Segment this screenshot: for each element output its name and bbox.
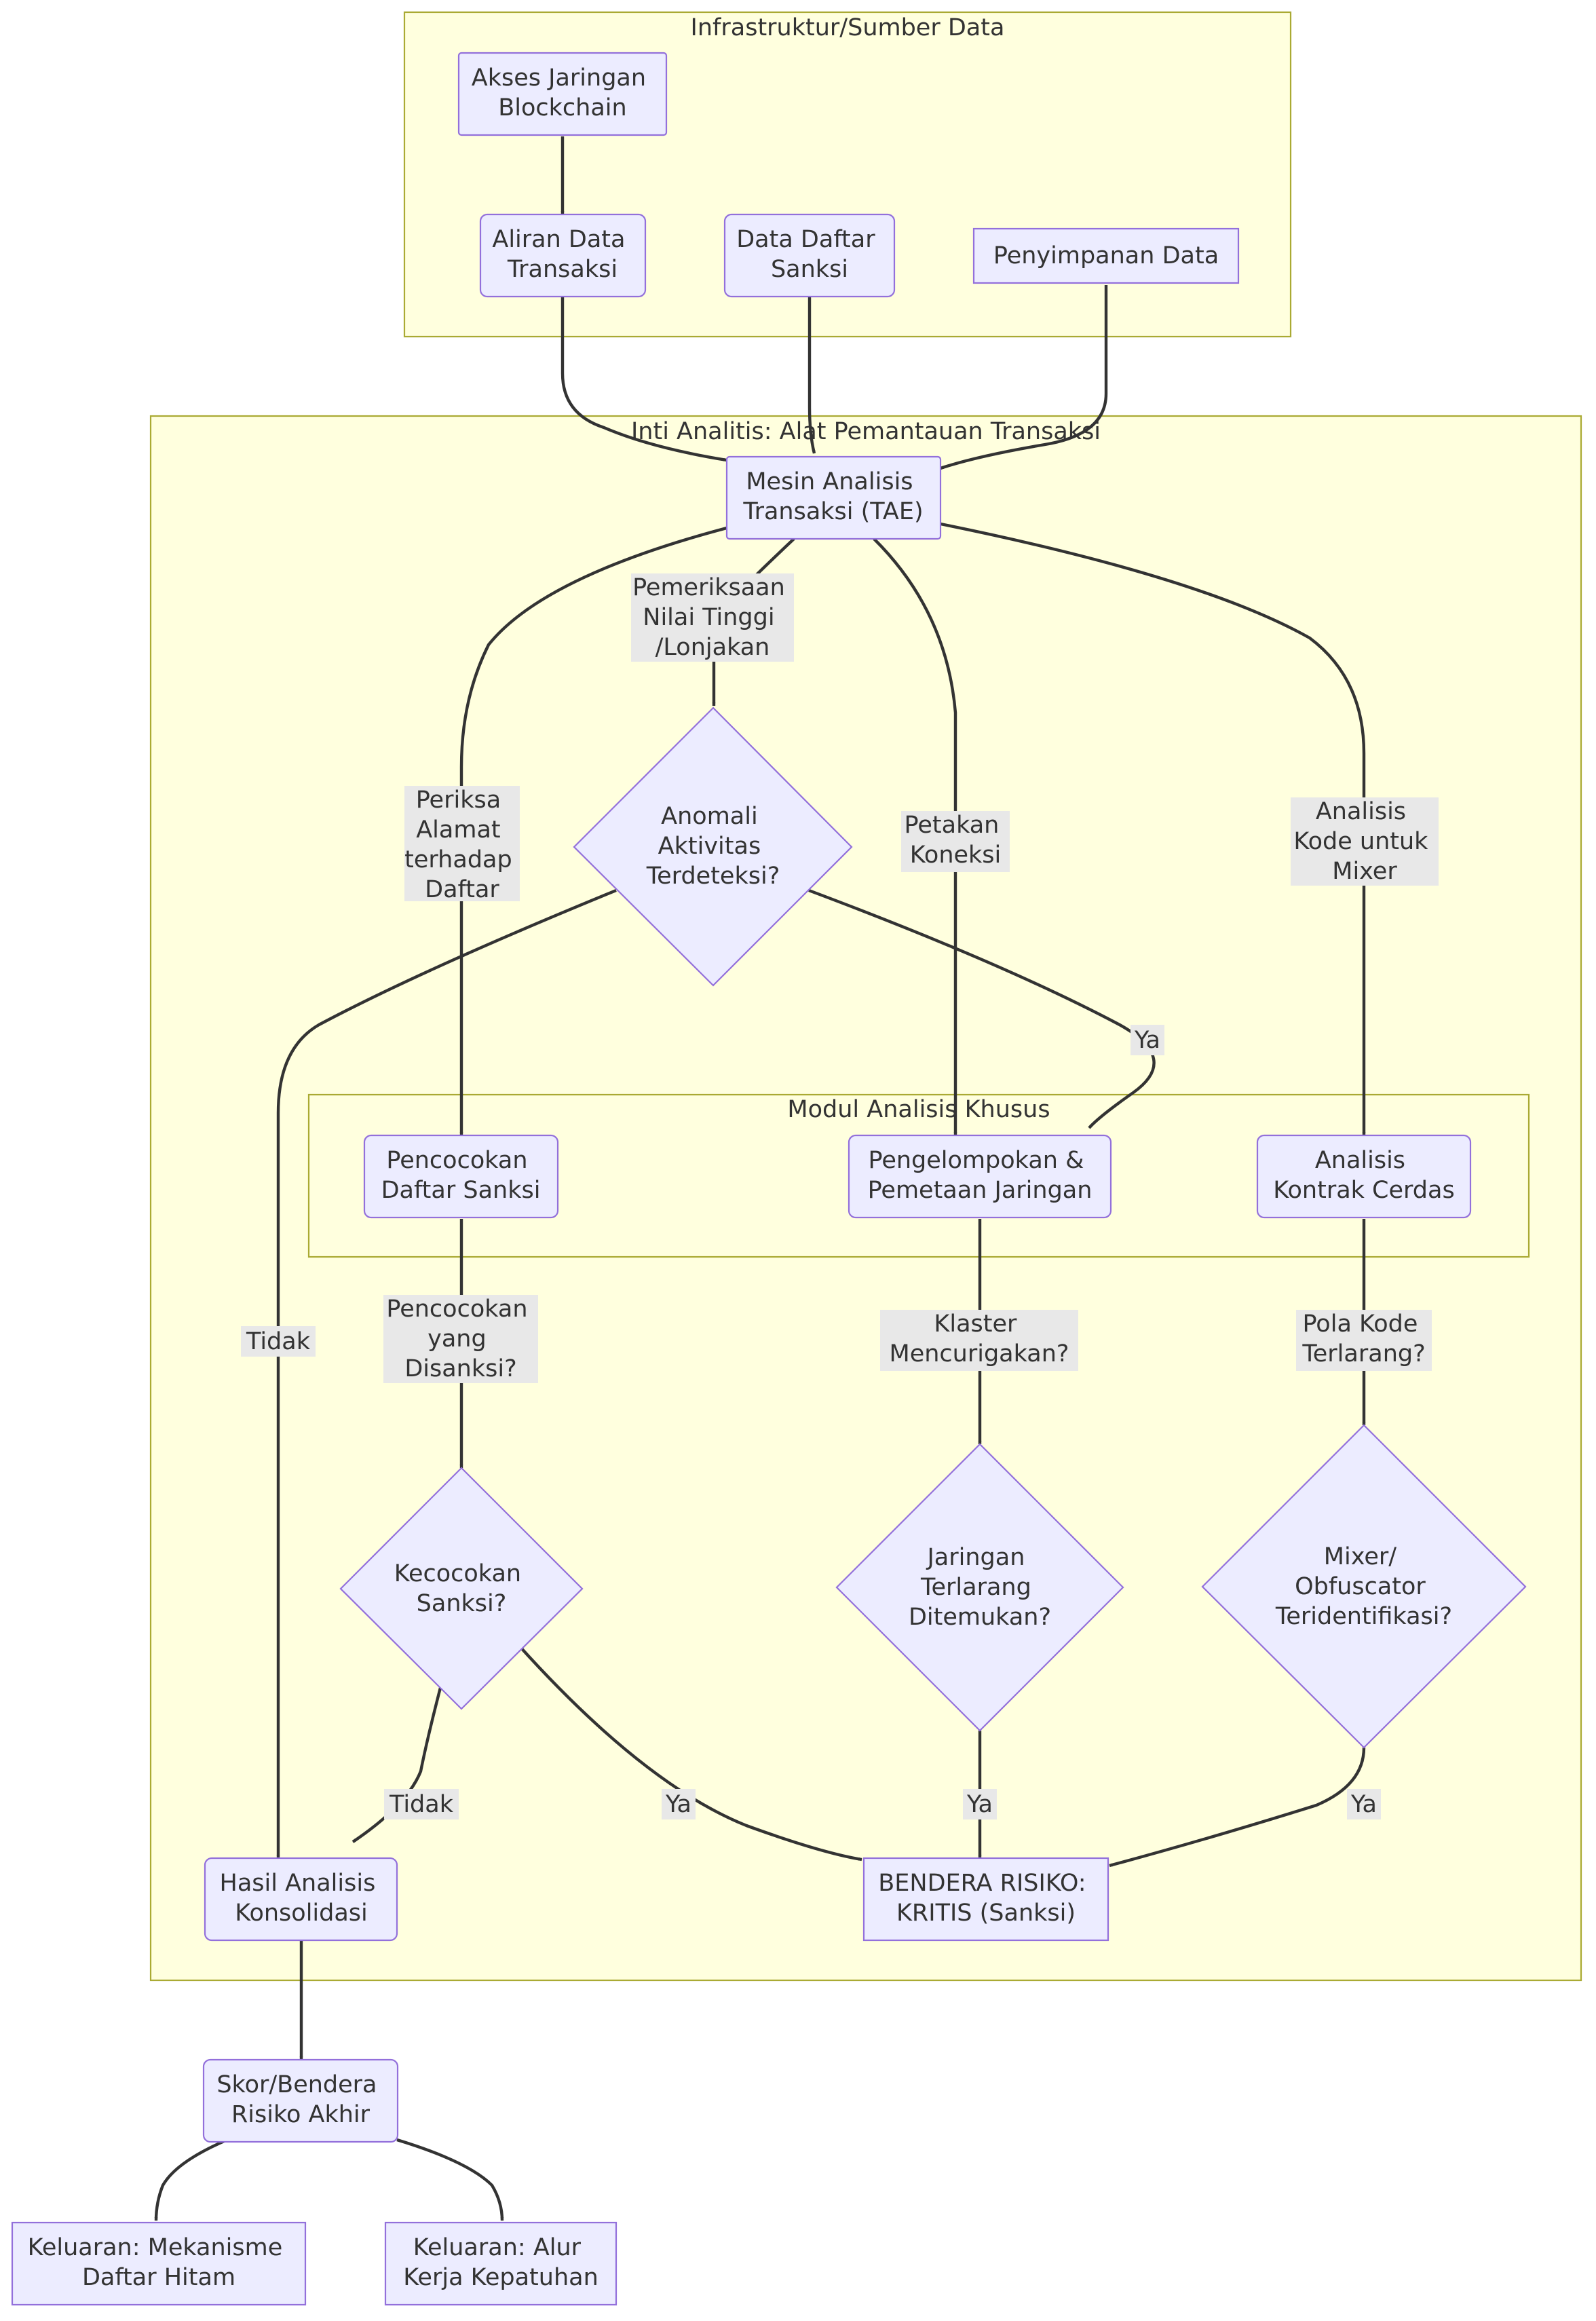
svg-text:Analisis Kontrak Cerda: Analisis Kontrak Cerdas	[1273, 1147, 1454, 1204]
svg-text:Pencocokan yang: Pencocokan yang Disanksi?	[386, 1296, 535, 1382]
node-pengelompokan-pemetaan-jaringan[interactable]: Pengelompokan & Pemetaan Jaringan	[848, 1134, 1112, 1219]
edge-daftar-tae	[808, 297, 816, 454]
edge-kecocokan-tidak-hasil	[352, 1684, 443, 1843]
node-data-daftar-sanksi[interactable]: Data Daftar Sanksi	[723, 213, 896, 298]
svg-text:Periksa Alamat: Periksa Alamat terhadap Daftar	[404, 787, 520, 903]
edge-label-ya-jaringan: Ya	[963, 1789, 997, 1819]
edge-tae-pencocokan	[459, 526, 727, 1136]
svg-text:Kecocokan Sanksi?: Kecocokan Sanksi?	[394, 1560, 529, 1617]
svg-text:Anomali Aktivitas: Anomali Aktivitas Terdeteksi?	[646, 803, 780, 890]
edge-label-pencocokan-q: Pencocokan yang Disanksi?	[383, 1295, 538, 1383]
edge-label-ya-anomali: Ya	[1130, 1025, 1164, 1055]
svg-text:Petakan Koneksi: Petakan Koneksi	[905, 812, 1007, 869]
edge-labels: Periksa Alamat terhadap Daftar Pemeriksa…	[241, 573, 1439, 1819]
svg-text:Aliran Data Transaksi: Aliran Data Transaksi	[492, 226, 632, 283]
svg-text:Pencocokan Daftar Sank: Pencocokan Daftar Sanksi	[381, 1147, 541, 1204]
edge-anomali-ya-kelompok	[808, 888, 1156, 1129]
node-analisis-kontrak-cerdas[interactable]: Analisis Kontrak Cerdas	[1256, 1134, 1472, 1219]
edge-tae-kontrak	[940, 522, 1366, 1136]
edge-label-tidak-kecocokan: Tidak	[384, 1789, 459, 1819]
node-pencocokan-daftar-sanksi[interactable]: Pencocokan Daftar Sanksi	[363, 1134, 559, 1219]
svg-text:Ya: Ya	[665, 1791, 691, 1818]
svg-text:Jaringan Terlarang: Jaringan Terlarang Ditemukan?	[909, 1544, 1051, 1631]
svg-text:Keluaran: Alur Kerja K: Keluaran: Alur Kerja Kepatuhan	[403, 2234, 598, 2291]
svg-text:Tidak: Tidak	[246, 1328, 311, 1355]
svg-text:Klaster Mencurigakan?: Klaster Mencurigakan?	[890, 1310, 1069, 1367]
svg-text:Penyimpanan Data: Penyimpanan Data	[993, 242, 1219, 269]
node-keluaran-mekanisme-daftar-hitam[interactable]: Keluaran: Mekanisme Daftar Hitam	[11, 2221, 307, 2306]
node-akses-jaringan-blockchain[interactable]: Akses Jaringan Blockchain	[457, 52, 668, 136]
edge-label-tidak-anomali: Tidak	[241, 1326, 316, 1357]
edge-mixer-ya-bendera	[1109, 1747, 1366, 1868]
subgraph-infrastructure-title: Infrastruktur/Sumber Data	[691, 14, 1005, 41]
edge-label-pola: Pola Kode Terlarang?	[1296, 1310, 1432, 1371]
edge-tae-kelompok	[873, 537, 957, 1136]
edge-label-petakan: Petakan Koneksi	[901, 811, 1010, 872]
edge-simpan-tae	[940, 285, 1108, 470]
node-kecocokan-sanksi-decision[interactable]: Kecocokan Sanksi?	[339, 1467, 584, 1710]
edge-label-periksa: Periksa Alamat terhadap Daftar	[404, 786, 520, 903]
svg-text:Ya: Ya	[1350, 1791, 1377, 1818]
edge-skor-out2	[396, 2138, 504, 2221]
edge-skor-out1	[154, 2138, 228, 2221]
node-aliran-data-transaksi[interactable]: Aliran Data Transaksi	[479, 213, 647, 298]
svg-text:Tidak: Tidak	[389, 1791, 454, 1818]
svg-text:Pengelompokan & Pemeta: Pengelompokan & Pemetaan Jaringan	[868, 1147, 1092, 1204]
svg-text:Data Daftar Sanksi: Data Daftar Sanksi	[736, 226, 883, 283]
node-keluaran-alur-kerja-kepatuhan[interactable]: Keluaran: Alur Kerja Kepatuhan	[384, 2221, 618, 2306]
node-anomali-aktivitas-decision[interactable]: Anomali Aktivitas Terdeteksi?	[573, 706, 853, 987]
node-hasil-analisis-konsolidasi[interactable]: Hasil Analisis Konsolidasi	[204, 1857, 398, 1942]
edge-label-ya-mixer: Ya	[1347, 1789, 1381, 1819]
svg-text:Pola Kode Terlarang?: Pola Kode Terlarang?	[1302, 1310, 1425, 1367]
node-jaringan-terlarang-decision[interactable]: Jaringan Terlarang Ditemukan?	[835, 1443, 1124, 1732]
node-mesin-analisis-transaksi[interactable]: Mesin Analisis Transaksi (TAE)	[725, 455, 942, 540]
svg-text:Ya: Ya	[1134, 1027, 1160, 1054]
svg-text:BENDERA RISIKO: KRITIS: BENDERA RISIKO: KRITIS (Sanksi)	[878, 1870, 1093, 1927]
node-skor-bendera-risiko-akhir[interactable]: Skor/Bendera Risiko Akhir	[202, 2058, 399, 2143]
svg-text:Pemeriksaan Nilai Ting: Pemeriksaan Nilai Tinggi /Lonjakan	[632, 574, 793, 661]
nodes: Akses Jaringan Blockchain Aliran Data Tr…	[11, 52, 1527, 2306]
node-penyimpanan-data[interactable]: Penyimpanan Data	[972, 227, 1240, 284]
svg-text:Keluaran: Mekanisme Da: Keluaran: Mekanisme Daftar Hitam	[28, 2234, 290, 2291]
node-bendera-risiko-kritis[interactable]: BENDERA RISIKO: KRITIS (Sanksi)	[862, 1857, 1109, 1942]
edge-label-ya-kecocokan: Ya	[662, 1789, 696, 1819]
subgraph-analytic-core-title: Inti Analitis: Alat Pemantauan Transaksi	[631, 418, 1101, 445]
edge-anomali-tidak-hasil	[276, 888, 617, 1859]
edges	[154, 136, 1366, 2221]
svg-text:Hasil Analisis Konsoli: Hasil Analisis Konsolidasi	[220, 1870, 383, 1927]
edge-aliran-tae	[560, 297, 727, 462]
node-mixer-obfuscator-decision[interactable]: Mixer/ Obfuscator Teridentifikasi?	[1201, 1424, 1527, 1749]
subgraph-special-modules-title: Modul Analisis Khusus	[787, 1096, 1050, 1123]
svg-text:Ya: Ya	[966, 1791, 993, 1818]
svg-text:Skor/Bendera Risiko Ak: Skor/Bendera Risiko Akhir	[216, 2071, 384, 2128]
svg-text:Mixer/ Obfuscator: Mixer/ Obfuscator Teridentifikasi?	[1275, 1543, 1452, 1630]
edge-label-klaster: Klaster Mencurigakan?	[880, 1310, 1078, 1371]
edge-kecocokan-ya-bendera	[518, 1644, 862, 1862]
svg-text:Mesin Analisis Transak: Mesin Analisis Transaksi (TAE)	[742, 468, 923, 525]
svg-text:Akses Jaringan Blockch: Akses Jaringan Blockchain	[472, 64, 653, 121]
edge-label-analisis-kode: Analisis Kode untuk Mixer	[1291, 797, 1439, 886]
svg-text:Analisis Kode untuk: Analisis Kode untuk Mixer	[1293, 798, 1435, 885]
edge-label-pemeriksaan: Pemeriksaan Nilai Tinggi /Lonjakan	[631, 573, 794, 662]
